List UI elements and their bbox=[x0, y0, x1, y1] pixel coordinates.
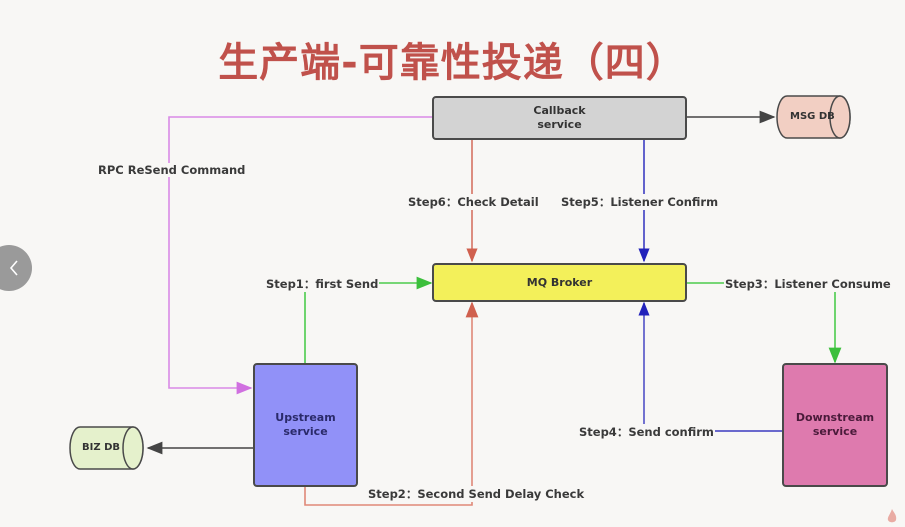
edge-step1 bbox=[304, 276, 433, 363]
chevron-left-icon bbox=[9, 260, 18, 276]
msg-db-cylinder bbox=[776, 95, 851, 139]
step5-label: Step5：Listener Confirm bbox=[560, 194, 720, 210]
edge-step4 bbox=[638, 301, 783, 432]
step3-label: Step3：Listener Consume bbox=[724, 276, 892, 292]
upstream-service-node: Upstream service bbox=[253, 363, 358, 487]
biz-db-cylinder bbox=[69, 426, 144, 470]
mq-broker-node: MQ Broker bbox=[432, 263, 687, 302]
step2-label: Step2：Second Send Delay Check bbox=[367, 486, 586, 502]
msg-db-label: MSG DB bbox=[790, 111, 835, 122]
biz-db-label: BIZ DB bbox=[82, 442, 120, 453]
step1-label: Step1：first Send bbox=[265, 276, 380, 292]
step6-label: Step6：Check Detail bbox=[407, 194, 540, 210]
edge-rpc-resend bbox=[168, 116, 433, 395]
edge-step2 bbox=[304, 301, 479, 506]
rpc-resend-label: RPC ReSend Command bbox=[97, 163, 247, 177]
callback-service-node: Callback service bbox=[432, 96, 687, 140]
flame-logo-icon bbox=[887, 509, 897, 523]
step4-label: Step4：Send confirm bbox=[578, 424, 715, 440]
edge-step3 bbox=[686, 282, 842, 364]
page-title: 生产端-可靠性投递（四） bbox=[218, 40, 687, 86]
downstream-service-node: Downstream service bbox=[782, 363, 888, 487]
